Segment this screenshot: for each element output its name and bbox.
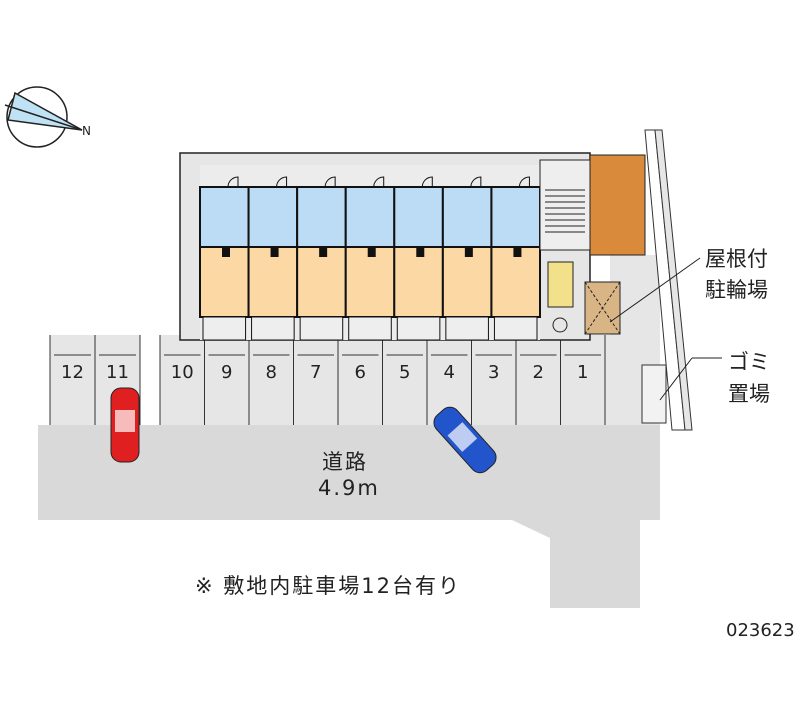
garbage-label-line1: ゴミ	[728, 350, 770, 374]
parking-slot-number: 6	[354, 362, 366, 383]
parking-slot-number: 2	[532, 362, 544, 383]
bike-label-line1: 屋根付	[705, 247, 768, 271]
road-label: 道路	[322, 450, 368, 474]
bike-label-line2: 駐輪場	[705, 278, 768, 302]
apartment-building	[179, 152, 646, 341]
parking-slot-number: 1	[577, 362, 589, 383]
apartment-unit	[344, 176, 396, 341]
stairs	[545, 189, 585, 233]
parking-slot-number: 10	[170, 362, 194, 383]
map-id: 023623	[726, 620, 795, 641]
apartment-unit	[296, 176, 347, 341]
compass-icon: N	[4, 86, 91, 148]
garbage-area	[641, 364, 667, 424]
apartment-unit	[393, 176, 444, 341]
apartment-unit	[247, 176, 299, 341]
parking-area	[49, 335, 610, 425]
parking-slot-number: 5	[399, 362, 411, 383]
red-car	[110, 387, 140, 463]
parking-slot-number: 3	[488, 362, 500, 383]
apartment-unit	[490, 176, 541, 341]
parking-note: ※ 敷地内駐車場12台有り	[195, 574, 461, 598]
parking-slot-number: 8	[265, 362, 277, 383]
apartment-unit	[199, 176, 250, 341]
blue-car	[433, 406, 497, 474]
road-width: 4.9m	[318, 476, 380, 500]
svg-text:N: N	[82, 124, 91, 138]
brick-wall	[589, 154, 646, 256]
parking-slot-number: 9	[221, 362, 233, 383]
apartment-unit	[441, 176, 493, 341]
road	[38, 425, 660, 608]
parking-slot-number: 12	[61, 362, 84, 383]
parking-slot-lines	[54, 335, 606, 425]
parking-slot-number: 7	[310, 362, 322, 383]
parking-slot-number: 11	[106, 362, 129, 383]
garbage-label-line2: 置場	[728, 382, 770, 406]
parking-slot-number: 4	[443, 362, 455, 383]
